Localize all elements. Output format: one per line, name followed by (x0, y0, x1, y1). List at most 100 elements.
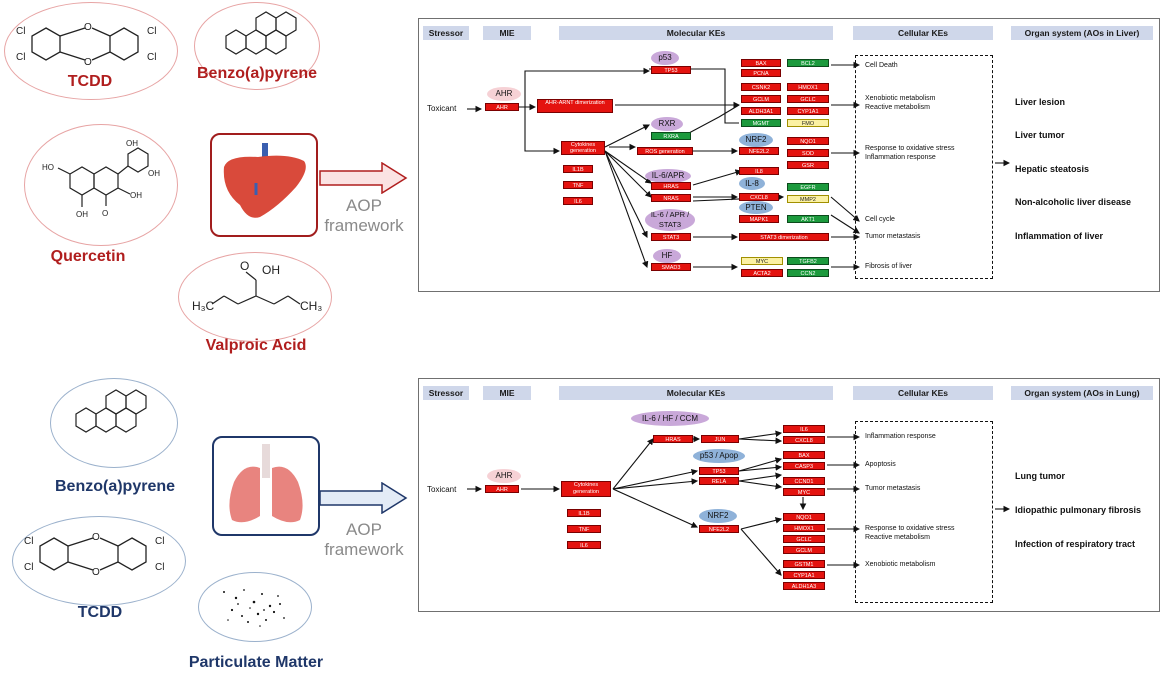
lung-ao-1: Lung tumor (1015, 471, 1065, 481)
particulate-matter-dots-icon (223, 589, 285, 627)
liver-il6apr-ellipse: IL-6/APR (645, 169, 691, 183)
lung-header-organ: Organ system (AOs in Lung) (1011, 386, 1153, 400)
lung-p53-apop-ellipse: p53 / Apop (693, 449, 745, 463)
bap-oval (194, 2, 320, 90)
lung-il6-hf-ccm-ellipse: IL-6 / HF / CCM (631, 411, 709, 426)
lung-rela-box: RELA (699, 477, 739, 485)
lung-r-hmox1-box: HMOX1 (783, 524, 825, 532)
liver-pcna-box: PCNA (741, 69, 781, 77)
liver-bcl2-box: BCL2 (787, 59, 829, 67)
liver-gclm-box: GCLM (741, 95, 781, 103)
liver-tumor-metastasis: Tumor metastasis (865, 233, 921, 240)
lung-ahr-ellipse: AHR (487, 469, 521, 483)
liver-egfr-box: EGFR (787, 183, 829, 191)
liver-icon (223, 143, 306, 218)
liver-tnf-box: TNF (563, 181, 593, 189)
liver-cellular-dashed-box (855, 55, 993, 279)
lung-tcdd-label: TCDD (77, 604, 123, 621)
lung-r-il6-box: IL6 (783, 425, 825, 433)
liver-fibrosis: Fibrosis of liver (865, 263, 913, 270)
liver-header-organ: Organ system (AOs in Liver) (1011, 26, 1153, 40)
tcdd-oval (4, 2, 178, 100)
lungs-icon (229, 444, 303, 523)
lung-hras-box: HRAS (653, 435, 693, 443)
lung-xenobiotic-metabolism: Xenobiotic metabolism (865, 561, 936, 568)
lung-aop-line1: AOP (346, 520, 382, 539)
liver-cxcl8-box: CXCL8 (739, 193, 779, 201)
liver-il6-stat3-ellipse: IL-6 / APR / STAT3 (645, 209, 695, 231)
liver-hras-box: HRAS (651, 182, 691, 190)
lung-r-myc-box: MYC (783, 488, 825, 496)
liver-cell-cycle: Cell cycle (865, 216, 895, 223)
lung-header-mie: MIE (483, 386, 531, 400)
lung-tcdd-oval (12, 516, 186, 606)
lung-il1b-box: IL1B (567, 509, 601, 517)
liver-header-mie: MIE (483, 26, 531, 40)
liver-nras-box: NRAS (651, 194, 691, 202)
lung-header-cellular: Cellular KEs (853, 386, 993, 400)
svg-text:CH₃: CH₃ (300, 299, 322, 313)
svg-text:Cl: Cl (155, 536, 164, 547)
liver-tgfb2-box: TGFB2 (787, 257, 829, 265)
svg-text:OH: OH (262, 263, 280, 277)
lung-il6-box: IL6 (567, 541, 601, 549)
svg-text:Cl: Cl (16, 52, 25, 63)
liver-rxra-box: RXRA (651, 132, 691, 140)
liver-oxidative-stress: Response to oxidative stress (865, 145, 955, 152)
lung-organ-box (212, 436, 320, 536)
liver-mapk1-box-b: MAPK1 (739, 215, 779, 223)
liver-aop-line2: framework (324, 216, 404, 235)
svg-text:O: O (92, 532, 100, 543)
liver-hf-ellipse: HF (653, 249, 681, 263)
svg-text:HO: HO (42, 163, 54, 172)
liver-csnk2-box: CSNK2 (741, 83, 781, 91)
lung-inflammation-response: Inflammation response (865, 433, 936, 440)
svg-text:Cl: Cl (155, 562, 164, 573)
lung-r-cyp1a1-box: CYP1A1 (783, 571, 825, 579)
svg-text:Cl: Cl (24, 536, 33, 547)
lung-jun-box: JUN (701, 435, 739, 443)
liver-cyp1a1-box: CYP1A1 (787, 107, 829, 115)
svg-text:OH: OH (126, 139, 138, 148)
liver-ros-box: ROS generation (637, 147, 693, 155)
liver-aop-line1: AOP (346, 196, 382, 215)
liver-nqo1-box: NQO1 (787, 137, 829, 145)
lung-aop-label: AOP framework (314, 520, 414, 560)
liver-il6-box: IL6 (563, 197, 593, 205)
svg-text:O: O (84, 22, 92, 33)
quercetin-oval (24, 124, 178, 246)
liver-ao-2: Liver tumor (1015, 130, 1065, 140)
lung-benzo-a-pyrene-structure-icon (75, 389, 147, 433)
lung-r-gstm1-box: GSTM1 (783, 560, 825, 568)
liver-gclc-box: GCLC (787, 95, 829, 103)
lung-bap-oval (50, 378, 178, 468)
liver-rxr-ellipse: RXR (651, 117, 683, 131)
bap-label: Benzo(a)pyrene (196, 65, 318, 82)
liver-cell-death: Cell Death (865, 62, 898, 69)
lung-r-cxcl8-box: CXCL8 (783, 436, 825, 444)
liver-smad3-box: SMAD3 (651, 263, 691, 271)
lung-ahr-box: AHR (485, 485, 519, 493)
svg-text:O: O (102, 209, 108, 218)
liver-ccn2-box: CCN2 (787, 269, 829, 277)
liver-il8-ellipse: IL-8 (739, 177, 765, 190)
lung-nrf2-ellipse: NRF2 (699, 509, 737, 523)
lung-nfe2l2-box: NFE2L2 (699, 525, 739, 533)
liver-p53-ellipse: p53 (651, 51, 679, 65)
svg-text:OH: OH (130, 191, 142, 200)
liver-organ-box (210, 133, 318, 237)
liver-mgmt-box: MGMT (741, 119, 781, 127)
liver-ao-3: Hepatic steatosis (1015, 164, 1090, 174)
liver-stat3dim-box: STAT3 dimerization (739, 233, 829, 241)
lung-toxicant: Toxicant (427, 485, 457, 494)
lung-ao-2: Idiopathic pulmonary fibrosis (1015, 505, 1142, 515)
lung-tp53-box: TP53 (699, 467, 739, 475)
liver-gsr-box: GSR (787, 161, 829, 169)
liver-reactive-metabolism: Reactive metabolism (865, 104, 930, 111)
lung-apoptosis: Apoptosis (865, 461, 896, 468)
svg-text:OH: OH (76, 210, 88, 219)
liver-aop-panel: Stressor MIE Molecular KEs Cellular KEs … (418, 18, 1160, 292)
lung-oxidative-stress: Response to oxidative stress (865, 525, 955, 532)
